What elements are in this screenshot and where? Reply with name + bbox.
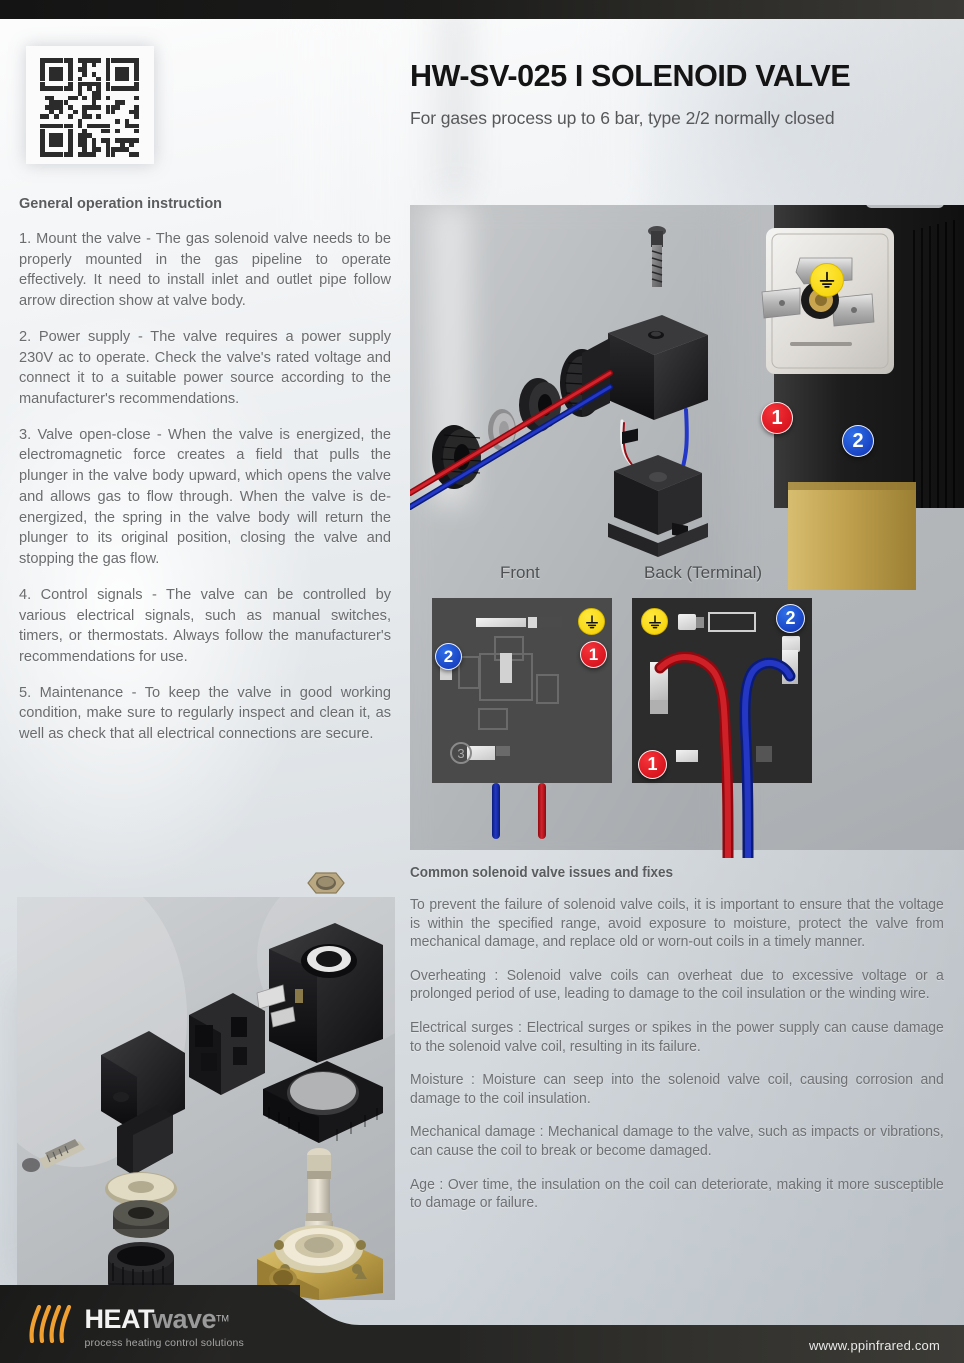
plunger-tube-part	[305, 1148, 333, 1243]
footer-website-url[interactable]: wwww.ppinfrared.com	[809, 1338, 940, 1353]
instruction-paragraph: 4. Control signals - The valve can be co…	[19, 586, 391, 665]
earth-ground-icon-back	[641, 608, 668, 635]
logo-tm-mark: TM	[216, 1313, 230, 1324]
brass-valve-body-part	[257, 1225, 383, 1300]
solenoid-coil-photo-svg	[761, 205, 964, 590]
rubber-spacer-part	[113, 1200, 169, 1238]
front-red-wire	[538, 783, 546, 839]
earth-ground-icon	[810, 263, 844, 297]
front-outline-d	[536, 674, 559, 704]
coil-yoke-part	[189, 993, 265, 1095]
instruction-paragraph: 3. Valve open-close - When the valve is …	[19, 426, 391, 568]
bg-beam	[440, 0, 470, 200]
issue-paragraph: Overheating : Solenoid valve coils can o…	[410, 966, 944, 1003]
common-issues-section: Common solenoid valve issues and fixes T…	[410, 865, 944, 1213]
callout-1-front: 1	[580, 641, 607, 668]
face-slot	[790, 342, 852, 346]
coil-top-screw	[866, 205, 944, 208]
bg-pipe	[600, 0, 640, 220]
front-blue-wire	[492, 783, 500, 839]
top-dark-strip	[0, 0, 964, 19]
terminal-blade-1	[761, 287, 801, 319]
front-pad-top	[476, 618, 526, 627]
page-title: HW-SV-025 I SOLENOID VALVE	[410, 59, 851, 93]
din-connector-exploded-svg	[410, 226, 708, 557]
earth-ground-icon-front	[578, 608, 605, 635]
logo-heat-word: HEAT	[84, 1304, 152, 1334]
footer: HEATwaveTM process heating control solut…	[0, 1285, 964, 1363]
flat-washer-part	[105, 1172, 177, 1206]
retaining-plate-part	[263, 1061, 383, 1143]
issue-paragraph: Mechanical damage : Mechanical damage to…	[410, 1123, 944, 1159]
back-bullet-neck	[696, 617, 704, 628]
hex-nut-part	[307, 872, 345, 894]
valve-exploded-svg	[17, 897, 395, 1300]
back-terminal-2-cap	[782, 636, 800, 652]
callout-2-coil: 2	[842, 425, 874, 457]
back-terminal-1-body	[650, 662, 668, 702]
logo-wave-word: wave	[151, 1304, 217, 1334]
front-pad-top3	[540, 617, 562, 627]
instruction-paragraph: 5. Maintenance - To keep the valve in go…	[19, 684, 391, 743]
back-bullet-terminal	[678, 614, 696, 630]
general-operation-section: General operation instruction 1. Mount t…	[19, 196, 391, 745]
footer-curve	[230, 1285, 460, 1363]
issue-paragraph: Electrical surges : Electrical surges or…	[410, 1018, 944, 1055]
instruction-paragraph: 1. Mount the valve - The gas solenoid va…	[19, 231, 391, 310]
front-terminal-1-pad	[500, 653, 512, 683]
callout-2-front: 2	[435, 643, 462, 670]
back-pad-bottom	[676, 750, 698, 762]
coil-fins	[913, 220, 955, 508]
flame-icon-glyph	[29, 1304, 72, 1344]
back-outline-top	[708, 612, 756, 632]
right-section-heading: Common solenoid valve issues and fixes	[410, 865, 674, 881]
back-terminal-1-cap	[650, 700, 668, 714]
flame-icon	[27, 1304, 73, 1348]
front-outline-b	[458, 656, 480, 689]
callout-1-coil: 1	[761, 402, 793, 434]
instruction-paragraph: 2. Power supply - The valve requires a p…	[19, 328, 391, 408]
valve-exploded-photo	[17, 897, 395, 1300]
header: HW-SV-025 I SOLENOID VALVE For gases pro…	[410, 60, 950, 129]
front-pad-top2	[528, 617, 537, 628]
din-connector-body	[608, 315, 708, 420]
issue-paragraph: Age : Over time, the insulation on the c…	[410, 1175, 944, 1212]
issue-paragraph: To prevent the failure of solenoid valve…	[410, 896, 944, 951]
solenoid-coil-part	[256, 923, 383, 1063]
coil-terminal-block	[608, 428, 708, 557]
logo-tagline: process heating control solutions	[84, 1337, 244, 1349]
assembly-screw	[648, 226, 666, 287]
front-pad-bottom	[467, 746, 495, 760]
earth-symbol-glyph	[585, 614, 598, 628]
issue-paragraph: Moisture : Moisture can seep into the so…	[410, 1071, 944, 1107]
terminal-blade-2	[831, 293, 875, 327]
back-pad-bottom2	[756, 746, 772, 762]
brass-valve-body	[788, 482, 916, 590]
connector-wires	[410, 370, 613, 510]
company-logo[interactable]: HEATwaveTM process heating control solut…	[27, 1304, 244, 1349]
bg-pipe	[372, 0, 398, 300]
front-outline-e	[478, 708, 508, 730]
din-connector-part	[101, 1031, 185, 1175]
mounting-screw-part	[22, 1139, 85, 1172]
front-pad-bottom2	[496, 746, 510, 756]
bg-pipe	[300, 0, 334, 260]
left-section-heading: General operation instruction	[19, 196, 223, 212]
earth-symbol-glyph	[819, 271, 835, 288]
qr-code-tile[interactable]	[26, 46, 154, 164]
back-terminal-2-body	[782, 650, 798, 684]
page-subtitle: For gases process up to 6 bar, type 2/2 …	[410, 108, 835, 129]
back-diagram-caption: Back (Terminal)	[644, 563, 763, 582]
earth-symbol-glyph	[648, 614, 661, 628]
front-diagram-caption: Front	[500, 563, 540, 582]
callout-3-front: 3	[450, 742, 472, 764]
callout-1-back: 1	[638, 750, 667, 779]
logo-text: HEATwaveTM process heating control solut…	[84, 1304, 244, 1349]
callout-2-back: 2	[776, 604, 805, 633]
